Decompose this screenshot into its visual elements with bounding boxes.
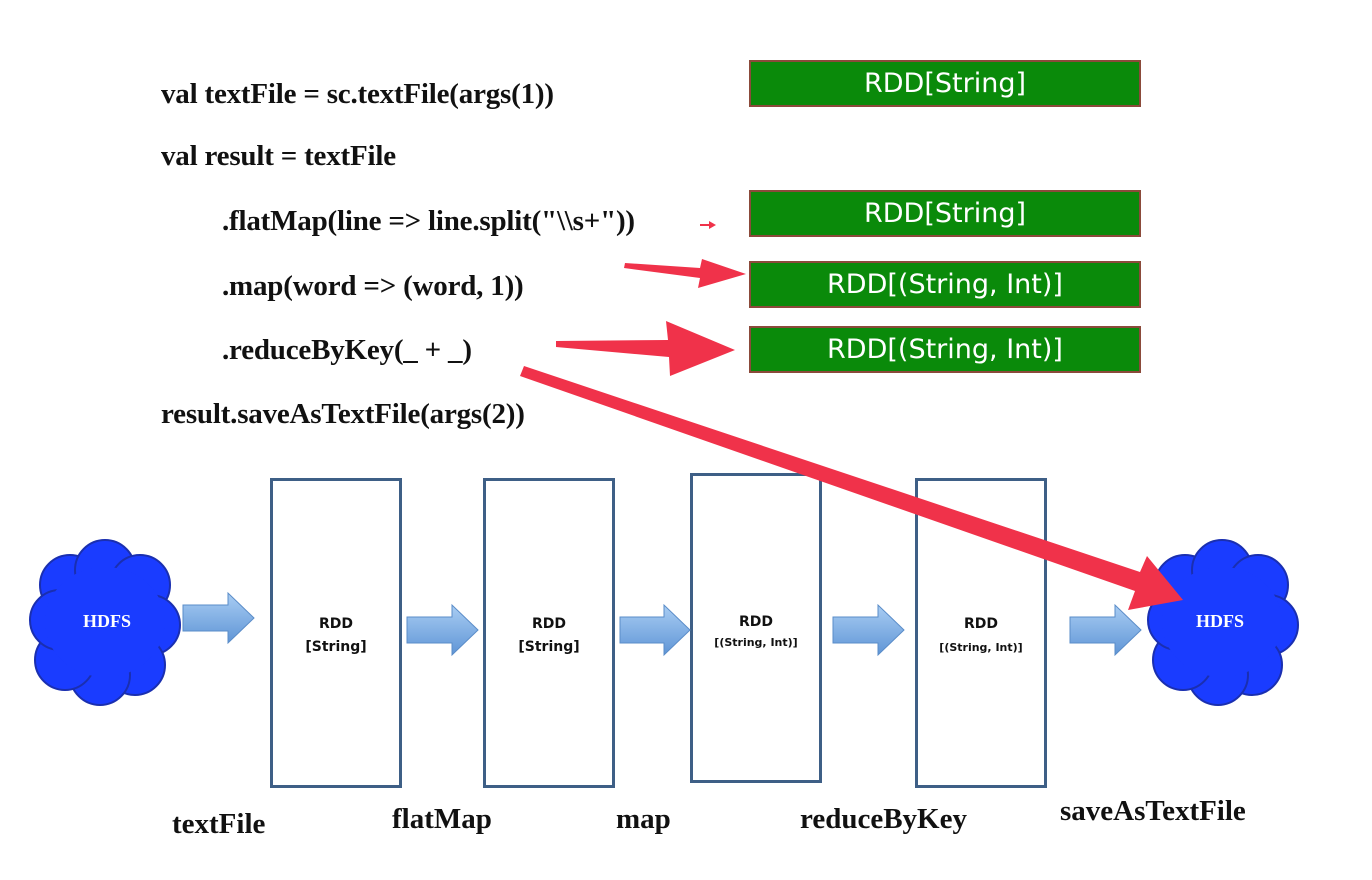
rdd-type: [String] (305, 639, 367, 655)
code-line-textfile: val textFile = sc.textFile(args(1)) (161, 78, 554, 110)
red-arrow-reduce-icon (556, 321, 735, 376)
rdd-type-label: RDD[(String, Int)] (827, 334, 1063, 365)
code-line-flatmap: .flatMap(line => line.split("\\s+")) (222, 205, 635, 237)
rdd-type: [String] (518, 639, 580, 655)
code-line-save: result.saveAsTextFile(args(2)) (161, 398, 525, 430)
stage-label-textfile: textFile (172, 808, 266, 840)
rdd-type: [(String, Int)] (939, 641, 1023, 654)
stage-label-map: map (616, 803, 671, 835)
hdfs-source-label: HDFS (82, 611, 131, 631)
rdd-type-box-2: RDD[String] (749, 190, 1141, 237)
rdd-type-label: RDD[String] (864, 198, 1026, 229)
rdd-type-box-1: RDD[String] (749, 60, 1141, 107)
red-arrow-small-icon (700, 221, 716, 229)
flow-arrow-icon (182, 591, 255, 645)
rdd-type: [(String, Int)] (714, 636, 798, 649)
flow-arrow-icon (406, 603, 479, 657)
pipeline-rdd-box-1: RDD [String] (270, 478, 402, 788)
rdd-title: RDD (738, 614, 774, 630)
rdd-type-label: RDD[(String, Int)] (827, 269, 1063, 300)
red-arrow-map-icon (624, 259, 746, 288)
hdfs-sink-cloud-icon (1147, 539, 1299, 706)
code-line-result: val result = textFile (161, 140, 396, 172)
hdfs-sink-label: HDFS (1195, 611, 1244, 631)
stage-label-flatmap: flatMap (392, 803, 492, 835)
flow-arrow-icon (1069, 603, 1142, 657)
red-arrow-save-icon (520, 366, 1183, 610)
rdd-type-label: RDD[String] (864, 68, 1026, 99)
rdd-type-box-3: RDD[(String, Int)] (749, 261, 1141, 308)
flow-arrow-icon (832, 603, 905, 657)
code-line-reducebykey: .reduceByKey(_ + _) (222, 334, 472, 366)
stage-label-reducebykey: reduceByKey (800, 803, 967, 835)
rdd-title: RDD (531, 616, 567, 632)
flow-arrow-icon (619, 603, 691, 657)
code-line-map: .map(word => (word, 1)) (222, 270, 524, 302)
rdd-title: RDD (963, 616, 999, 632)
pipeline-rdd-box-3: RDD [(String, Int)] (690, 473, 822, 783)
stage-label-saveastextfile: saveAsTextFile (1060, 795, 1246, 827)
pipeline-rdd-box-2: RDD [String] (483, 478, 615, 788)
rdd-type-box-4: RDD[(String, Int)] (749, 326, 1141, 373)
hdfs-source-cloud-icon (29, 539, 181, 706)
rdd-title: RDD (318, 616, 354, 632)
